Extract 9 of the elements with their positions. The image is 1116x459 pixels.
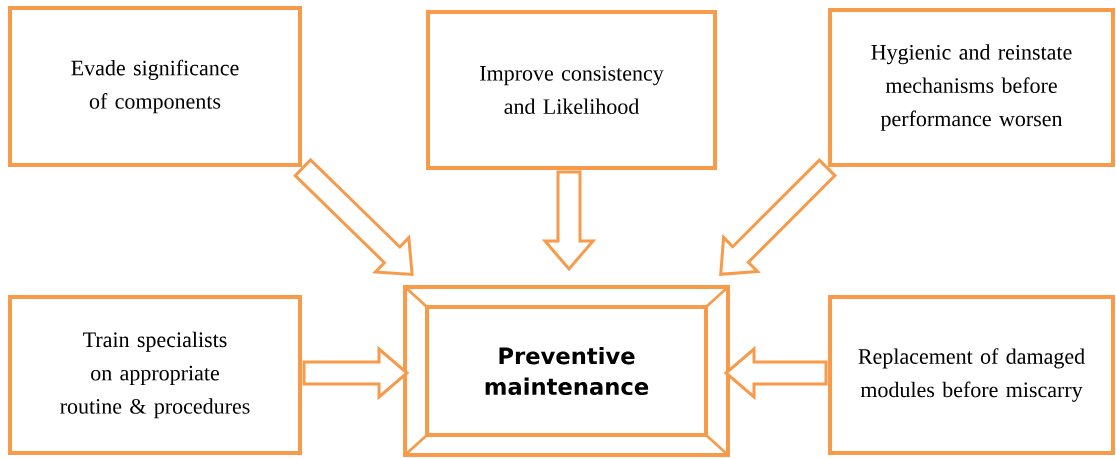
text-box: Train specialists on appropriate routine & procedures [8, 295, 302, 455]
block-arrow [723, 345, 828, 401]
text-box: Hygienic and reinstate mechanisms before performance worsen [828, 8, 1115, 167]
framed-box: Preventive maintenance [403, 285, 730, 457]
text-box: Improve consistency and Likelihood [426, 10, 717, 170]
text-box: Replacement of damaged modules before miscarry [828, 295, 1115, 455]
text-box: Evade significance of components [8, 5, 302, 167]
block-arrow [302, 345, 410, 401]
block-arrow [541, 170, 597, 272]
